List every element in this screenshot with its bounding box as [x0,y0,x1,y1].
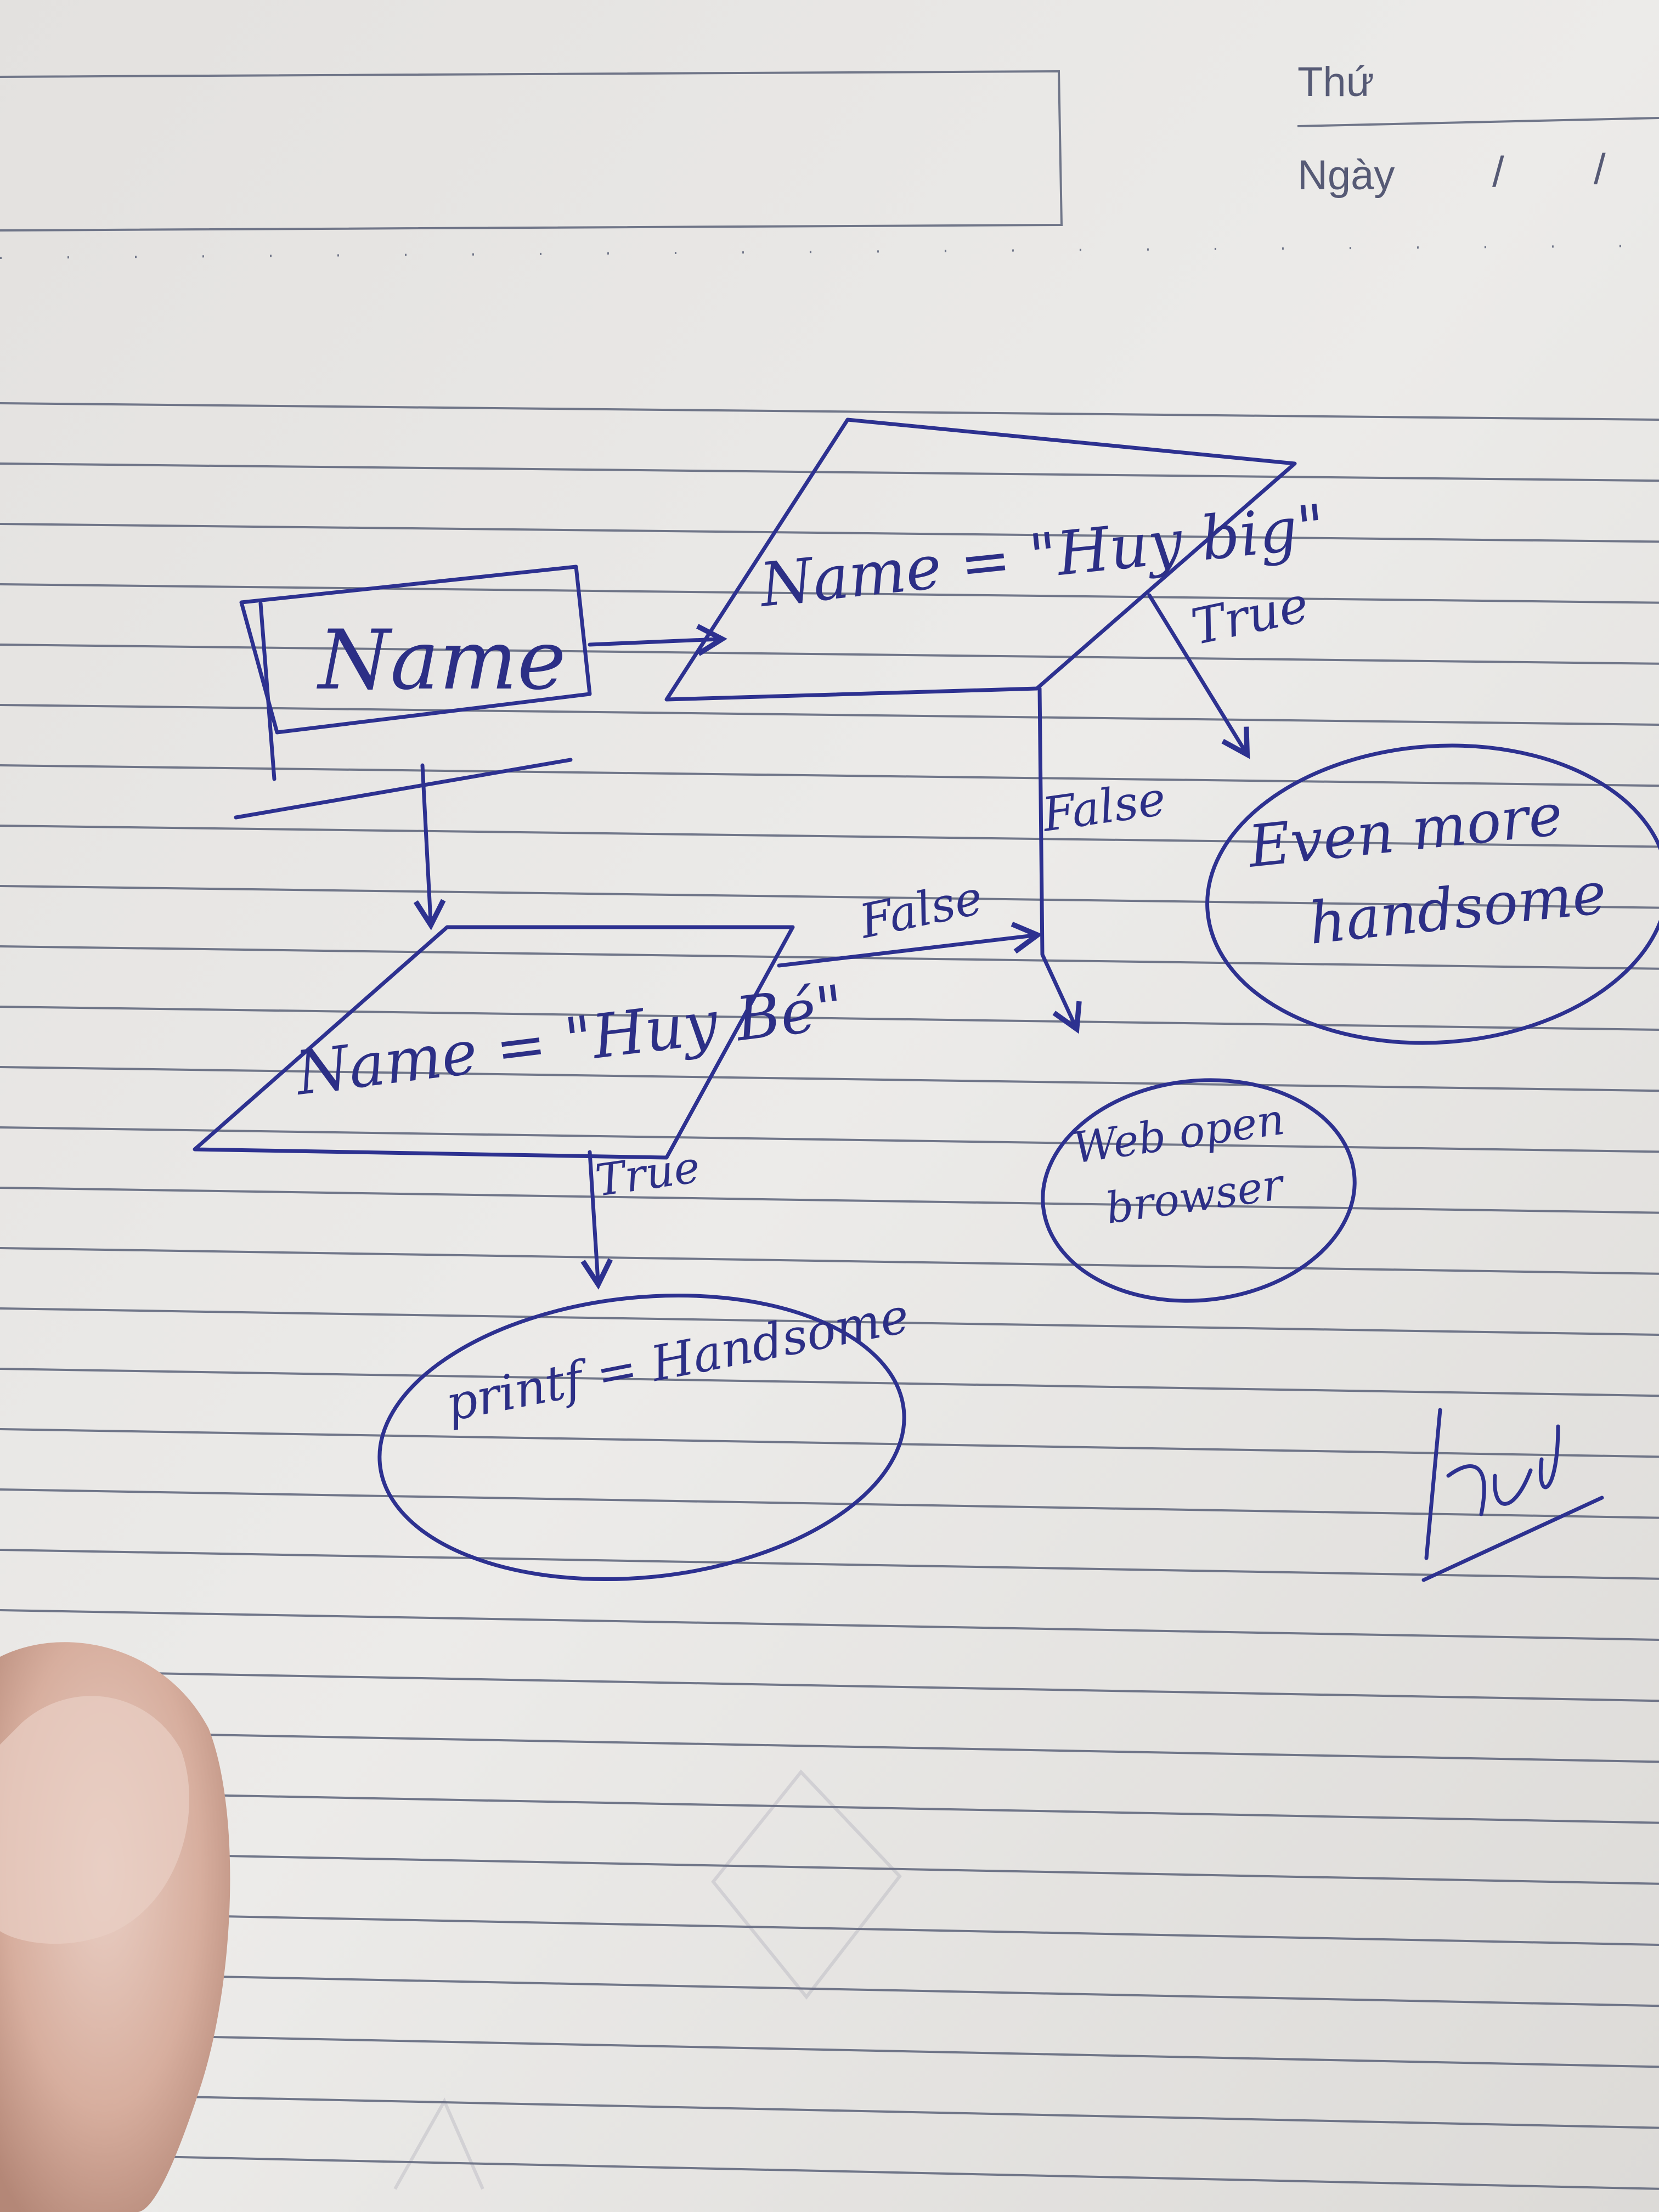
edge-be-false [777,922,1043,968]
input-node-box [234,565,592,820]
edge-big-true [1147,593,1250,759]
date-separator-1: / [1492,148,1504,196]
input-node-label: Name [317,613,566,708]
edge-input-to-be [413,763,446,930]
decision-be-shape [193,925,795,1160]
input-node: Name [234,565,592,820]
date-label: Ngày [1297,152,1395,199]
ruled-line [0,764,1659,787]
edge-be-true [580,1150,613,1290]
ruled-line [0,825,1659,848]
edge-input-to-big [588,624,727,656]
ruled-line [0,583,1659,604]
decision-big-shape [664,417,1297,702]
signature [1421,1408,1604,1582]
output-printf-shape [377,1293,906,1582]
day-label: Thứ [1297,59,1374,105]
edge-big-false [1037,686,1082,1034]
paper-show-through [393,1769,902,2190]
output-even-more-shape [1205,743,1659,1045]
output-web-shape [1041,1078,1357,1303]
date-separator-2: / [1594,145,1606,193]
ruled-line [0,523,1659,543]
ruled-line [0,462,1659,482]
notebook-header: Thứ Ngày / / [0,59,1659,259]
thumb [0,1642,230,2212]
ruled-line [0,704,1659,726]
ruled-line [0,402,1659,421]
